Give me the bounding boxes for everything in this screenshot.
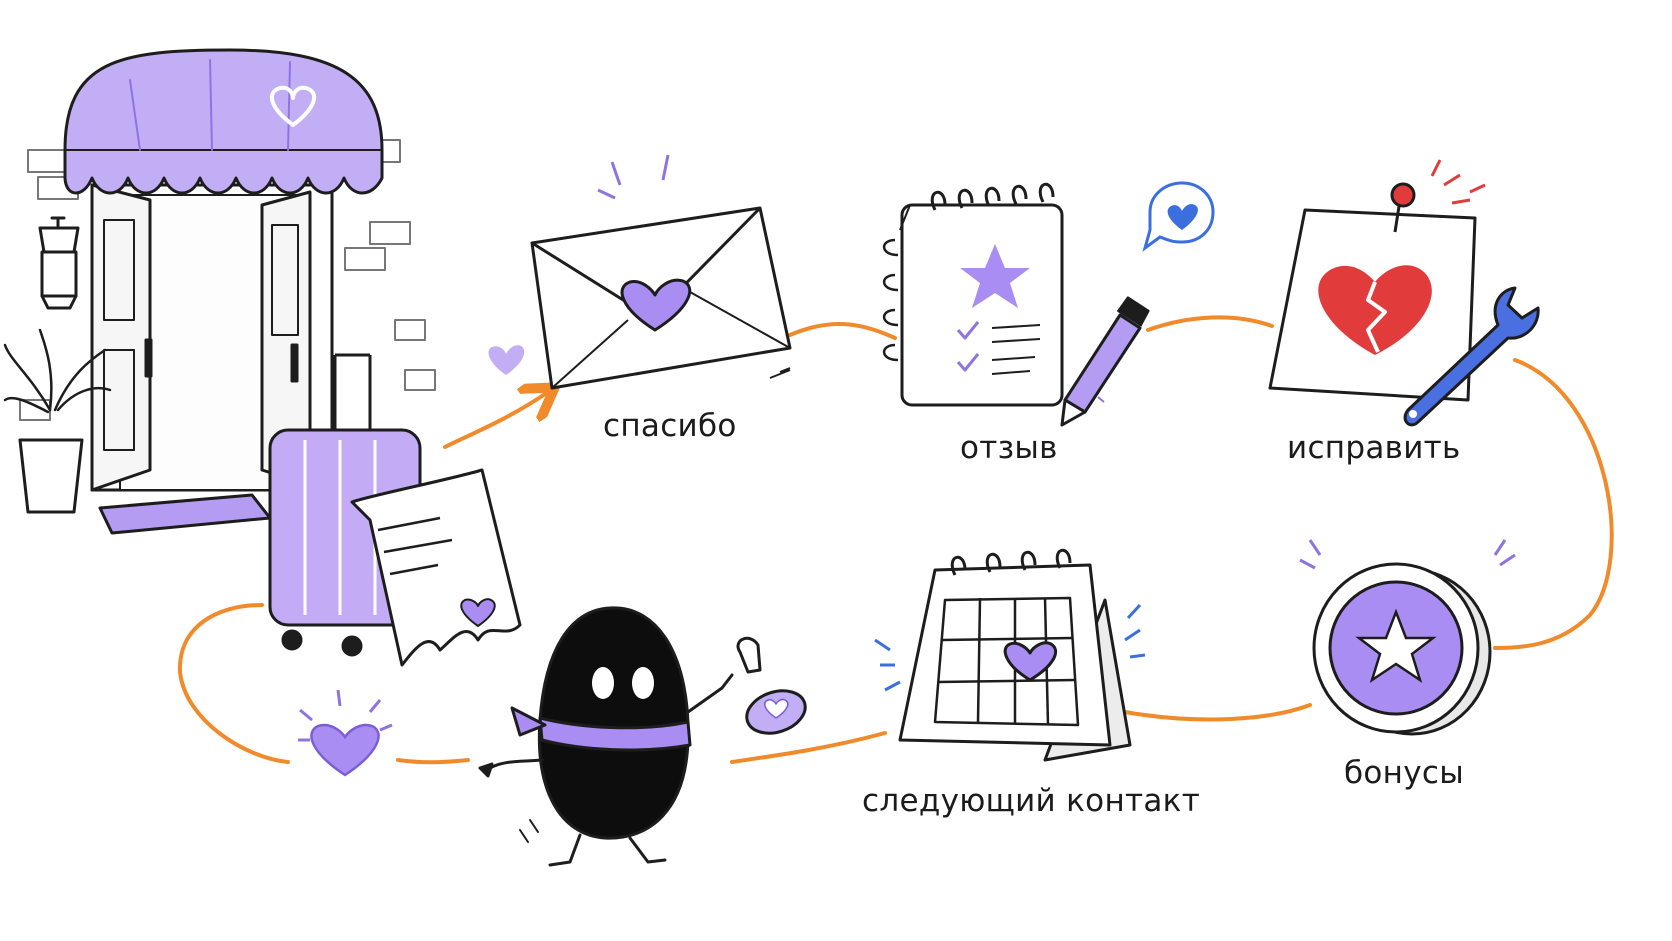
path-heart-loop-to-suitcase [177,603,290,764]
brick-wall-icon [19,139,436,421]
pencil-icon [1060,296,1150,427]
calendar-heart-icon [874,549,1146,762]
broken-heart [1318,265,1432,355]
mascot-character-icon [478,606,807,867]
step-label-thanks: спасибо [603,408,737,444]
stamp-icon [736,636,807,735]
path-notepad-to-fix [1146,315,1274,332]
notepad-star-icon [882,183,1064,407]
potted-plant-icon [3,328,112,514]
awning-icon [63,48,384,195]
wrench-icon [1403,286,1540,427]
step-label-review: отзыв [960,430,1058,466]
broken-heart-wrench-icon [1268,159,1540,427]
path-calendar-to-character [730,731,887,764]
step-label-bonus: бонусы [1344,755,1465,791]
calendar-heart [1003,641,1057,682]
path-bonus-to-calendar [1123,703,1312,722]
star-coin-icon [1299,539,1516,736]
path-character-to-heart [396,758,470,765]
step-label-next-contact: следующий контакт [862,783,1201,819]
floating-heart-icon [488,345,525,375]
path-fix-to-bonus-loop [1493,358,1614,650]
step-label-fix: исправить [1287,430,1461,466]
receipt-heart-icon [460,598,496,627]
chat-bubble-heart-icon [1142,181,1215,252]
wall-lantern-icon [38,216,80,310]
path-envelope-to-notepad [788,321,897,340]
open-door-icon [90,183,152,492]
star-icon [960,244,1030,308]
envelope-heart [620,278,692,332]
awning-heart-icon [269,85,317,127]
path-arrow-to-envelope [443,392,548,449]
receipt-icon [350,468,522,667]
scarf-icon [538,716,692,752]
loop-heart-icon [298,689,393,777]
journey-path [177,315,1614,765]
envelope-heart-icon [530,154,792,390]
doormat-icon [98,493,272,535]
